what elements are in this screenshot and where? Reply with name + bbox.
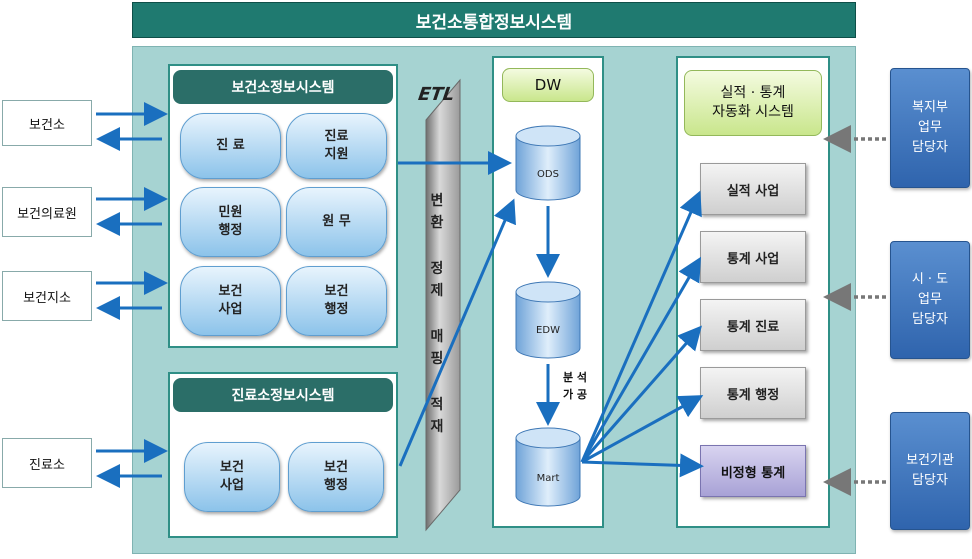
module-health-project: 보건 사업 [180, 266, 281, 336]
analysis-note: 분 석 가 공 [562, 371, 588, 401]
etl-step-6: 핑 [430, 351, 444, 367]
stats-item-unstructured: 비정형 통계 [700, 445, 806, 497]
module-health-admin: 보건 행정 [286, 266, 387, 336]
edw-cylinder-icon [515, 281, 581, 359]
clinic-module-health-admin: 보건 행정 [288, 442, 384, 512]
user-province-staff: 시 · 도 업무 담당자 [890, 241, 970, 359]
edw-label: EDW [536, 324, 560, 336]
stats-item-performance: 실적 사업 [700, 163, 806, 215]
etl-step-1: 변 [430, 193, 444, 209]
module-treatment: 진 료 [180, 113, 281, 179]
user-ministry-staff: 복지부 업무 담당자 [890, 68, 970, 188]
entity-health-subcenter: 보건지소 [2, 271, 92, 321]
dw-title: DW [502, 68, 594, 102]
etl-column [425, 78, 461, 532]
stats-item-admin: 통계 행정 [700, 367, 806, 419]
entity-health-medical-center: 보건의료원 [2, 187, 92, 237]
etl-step-5: 매 [430, 329, 444, 345]
clinic-system-title: 진료소정보시스템 [173, 378, 393, 412]
ods-label: ODS [537, 168, 559, 180]
health-center-system-title: 보건소정보시스템 [173, 70, 393, 104]
mart-label: Mart [536, 472, 560, 484]
etl-step-7: 적 [430, 397, 444, 413]
page-title: 보건소통합정보시스템 [132, 2, 856, 38]
module-treatment-support: 진료 지원 [286, 113, 387, 179]
module-civil-affairs: 민원 행정 [180, 187, 281, 257]
entity-health-center: 보건소 [2, 100, 92, 146]
etl-label: ETL [416, 84, 456, 105]
etl-step-8: 재 [430, 419, 444, 435]
etl-step-2: 환 [430, 215, 444, 231]
stats-item-treatment: 통계 진료 [700, 299, 806, 351]
user-institution-staff: 보건기관 담당자 [890, 412, 970, 530]
stats-system-title: 실적 · 통계 자동화 시스템 [684, 70, 822, 136]
mart-cylinder-icon [515, 427, 581, 507]
module-administration: 원 무 [286, 187, 387, 257]
etl-step-3: 정 [430, 261, 444, 277]
entity-clinic: 진료소 [2, 438, 92, 488]
etl-step-4: 제 [430, 283, 444, 299]
stats-item-project: 통계 사업 [700, 231, 806, 283]
clinic-module-health-project: 보건 사업 [184, 442, 280, 512]
ods-cylinder-icon [515, 125, 581, 201]
